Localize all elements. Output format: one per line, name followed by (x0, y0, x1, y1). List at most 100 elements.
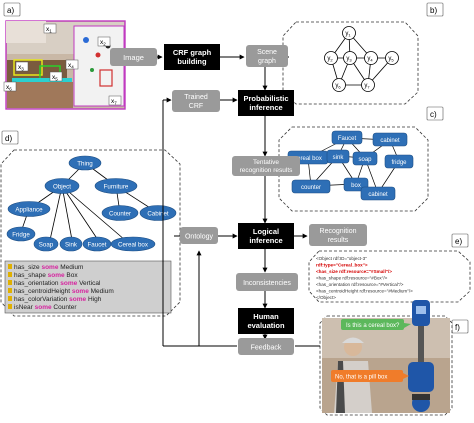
svg-text:Inconsistencies: Inconsistencies (243, 280, 291, 287)
svg-text:CRF: CRF (189, 103, 203, 110)
pipeline-box-tentative-results: Tentative recognition results (232, 156, 300, 176)
ontology-property-row: has_centroidHeight some Medium (8, 288, 114, 295)
pipeline-box-image: Image (110, 48, 157, 66)
svg-text:b): b) (430, 6, 437, 15)
ontology-panel: Thing Object Furniture Appliance Counter… (0, 149, 181, 317)
svg-text:has_orientation some Vertical: has_orientation some Vertical (14, 280, 101, 287)
svg-text:No, that is a pill box: No, that is a pill box (335, 375, 387, 381)
pipeline-box-inconsistencies: Inconsistencies (236, 273, 298, 291)
svg-text:Thing: Thing (77, 161, 93, 168)
svg-text:has_size some Medium: has_size some Medium (14, 264, 83, 271)
ontology-node-cereal-box: Cereal box (110, 236, 156, 252)
detection-box (99, 69, 113, 87)
fridge-magnet (95, 52, 101, 58)
ontology-node-sink: Sink (59, 236, 83, 252)
pipeline-box-logical-inference: Logical inference (238, 223, 294, 249)
detection-box (12, 78, 72, 82)
crf-node-y5: y5 (385, 51, 399, 65)
photo-window (6, 21, 46, 43)
svg-text:x6: x6 (6, 84, 12, 92)
ontology-property-row: has_colorVariation some High (8, 296, 102, 303)
svg-text:x7: x7 (111, 98, 117, 106)
scene-label-x1: x1 (43, 23, 57, 34)
svg-text:Sink: Sink (65, 242, 78, 249)
scene-label-x4: x4 (65, 59, 79, 70)
svg-text:Faucet: Faucet (338, 136, 357, 142)
svg-text:Cabinet: Cabinet (147, 211, 169, 218)
scene-label-x3: x3 (15, 61, 29, 72)
svg-text:y3: y3 (346, 56, 352, 63)
crf-node-y4: y4 (364, 51, 378, 65)
panel-label-a: a) (3, 2, 21, 17)
ontology-node-counter: Counter (101, 205, 139, 221)
svg-text:inference: inference (249, 236, 282, 245)
svg-text:Human: Human (253, 312, 279, 321)
ontology-property-row: has_shape some Box (8, 272, 78, 279)
ontology-property-row: has_orientation some Vertical (8, 280, 101, 287)
crf-graph-panel: y1 y2 y3 y4 y5 y6 y7 (282, 21, 419, 105)
svg-text:evaluation: evaluation (247, 321, 285, 330)
pipeline-box-human-evaluation: Human evaluation (238, 308, 294, 334)
pipeline-box-recognition-results: Recognition results (309, 224, 367, 246)
svg-text:Recognition: Recognition (320, 228, 357, 235)
rdf-code-line: <has_centroidHeight rdf:resource="#Mediu… (316, 289, 413, 294)
svg-text:Probabilistic: Probabilistic (243, 94, 288, 103)
svg-text:x2: x2 (100, 39, 106, 47)
svg-text:a): a) (7, 6, 14, 15)
svg-text:Feedback: Feedback (251, 345, 282, 352)
ontology-node-object: Object (44, 178, 80, 194)
svg-text:y2: y2 (327, 56, 333, 63)
fridge-magnet (83, 37, 89, 43)
svg-text:Scene: Scene (257, 49, 277, 56)
pipeline-box-probabilistic-inference: Probabilistic inference (238, 90, 294, 116)
detection-box (13, 59, 43, 76)
tentative-node-counter: counter (291, 179, 331, 194)
svg-text:isNear some Counter: isNear some Counter (14, 304, 77, 311)
rdf-code-line: <has_shape rdf:resource="#Box"/> (316, 276, 388, 281)
svg-text:has_centroidHeight some Medium: has_centroidHeight some Medium (14, 288, 114, 295)
svg-text:Logical: Logical (253, 227, 279, 236)
ontology-properties-box (4, 260, 172, 314)
svg-text:y1: y1 (345, 31, 351, 38)
svg-text:x1: x1 (46, 26, 52, 34)
human-answer-bubble: No, that is a pill box (331, 370, 409, 382)
svg-text:x4: x4 (68, 62, 74, 70)
interaction-panel: Is this a cereal box? No, that is a pill… (319, 300, 453, 416)
tentative-results-panel: Faucet cabinet cereal box sink soap frid… (278, 126, 429, 212)
scene-label-x6: x6 (3, 81, 17, 92)
rdf-code-line: <Object rdf:ID="object-3" (316, 256, 367, 261)
svg-text:cabinet: cabinet (368, 192, 388, 198)
panel-label-c: c) (426, 106, 444, 121)
crf-node-y6: y6 (332, 78, 346, 92)
svg-text:building: building (177, 57, 207, 66)
rdf-panel-frame (308, 250, 471, 303)
svg-text:fridge: fridge (391, 160, 407, 166)
svg-text:counter: counter (301, 185, 321, 191)
tentative-node-cabinet: cabinet (372, 132, 408, 147)
fridge-magnet (90, 68, 94, 72)
panel-label-f: f) (451, 319, 469, 334)
crf-node-y7: y7 (361, 78, 375, 92)
svg-text:soap: soap (358, 157, 372, 163)
pipeline-box-crf-building: CRF graph building (164, 44, 220, 70)
svg-text:sink: sink (333, 155, 345, 161)
rdf-code-line: </Object> (316, 295, 336, 300)
svg-text:y7: y7 (364, 83, 370, 90)
svg-text:Furniture: Furniture (104, 184, 129, 191)
ontology-node-furniture: Furniture (94, 178, 138, 194)
svg-text:cabinet: cabinet (380, 138, 400, 144)
svg-text:results: results (328, 237, 349, 244)
svg-text:x3: x3 (18, 64, 24, 72)
svg-text:inference: inference (249, 103, 282, 112)
svg-text:d): d) (5, 134, 12, 143)
svg-text:Tentative: Tentative (253, 159, 279, 166)
tentative-node-cabinet-2: cabinet (360, 186, 396, 201)
ontology-node-soap: Soap (33, 236, 59, 252)
photo-cabinet (7, 82, 73, 108)
ontology-node-appliance: Appliance (7, 201, 51, 217)
crf-node-y3: y3 (343, 51, 357, 65)
tentative-node-fridge: fridge (384, 154, 414, 169)
svg-text:graph: graph (258, 58, 276, 65)
ontology-node-fridge: Fridge (6, 226, 36, 242)
